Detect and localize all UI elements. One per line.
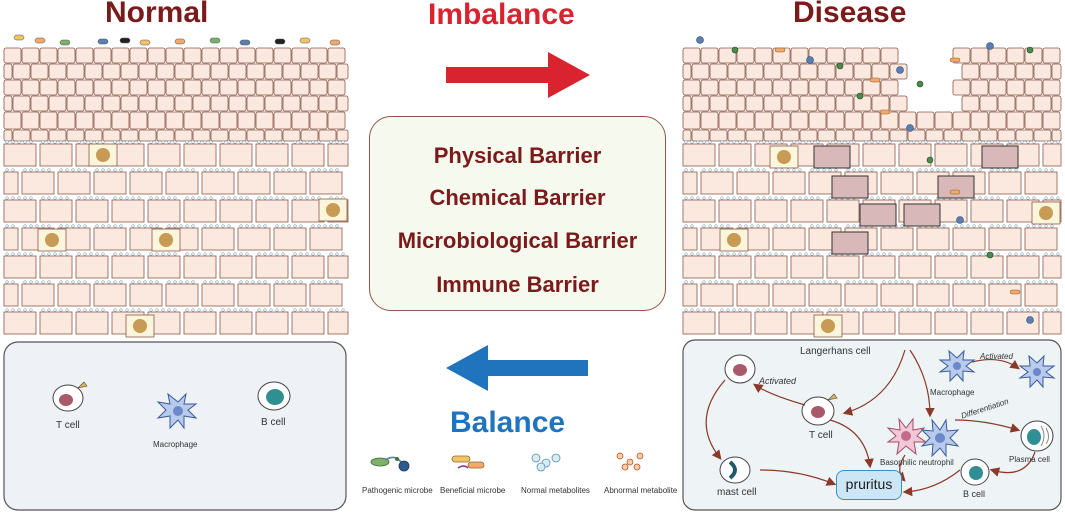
normal-macrophage-label: Macrophage [153,440,198,449]
surface-microbes [13,34,1034,324]
legend-icons [370,452,644,472]
barrier-physical: Physical Barrier [433,143,602,168]
normal-t-cell-label: T cell [56,420,80,431]
disease-b-cell-label: B cell [963,489,986,499]
normal-b-cell-label: B cell [261,417,286,428]
langerhans-label: Langerhans cell [800,346,871,357]
legend-abnormal-metabolite: Abnormal metabolite [604,486,678,495]
activated-label-1: Activated [759,376,797,386]
normal-b-cell-icon [257,381,291,411]
pruritus-box: pruritus [836,470,902,500]
normal-title: Normal [105,0,209,29]
normal-macrophage-icon [156,392,198,430]
basophilic-neutrophil-label: Basophilic neutrophil [880,458,954,467]
imbalance-title: Imbalance [428,0,575,31]
disease-macrophage-label: Macrophage [930,388,975,397]
legend-normal-metabolites: Normal metabolites [521,486,590,495]
mast-cell-label: mast cell [717,487,757,498]
barrier-immune: Immune Barrier [436,272,599,297]
normal-epidermis [3,47,349,338]
legend-pathogenic: Pathogenic microbe [362,486,433,495]
disease-epidermis [682,47,1062,338]
plasma-cell-label: Plasma cell [1009,455,1050,464]
balance-title: Balance [450,406,566,439]
barrier-chemical: Chemical Barrier [429,185,606,210]
disease-t-cell-label: T cell [809,430,833,441]
activated-label-2: Activated [980,352,1013,361]
disease-cells [719,349,1056,486]
barrier-microbiological: Microbiological Barrier [397,228,638,253]
normal-dermis [3,341,347,511]
legend-beneficial: Beneficial microbe [440,486,506,495]
disease-title: Disease [793,0,907,29]
normal-t-cell-icon [52,381,88,412]
imbalance-arrow [446,52,590,98]
pathway-arrows [705,349,1036,497]
barrier-box: Physical Barrier Chemical Barrier Microb… [369,116,666,311]
balance-arrow [446,345,588,391]
